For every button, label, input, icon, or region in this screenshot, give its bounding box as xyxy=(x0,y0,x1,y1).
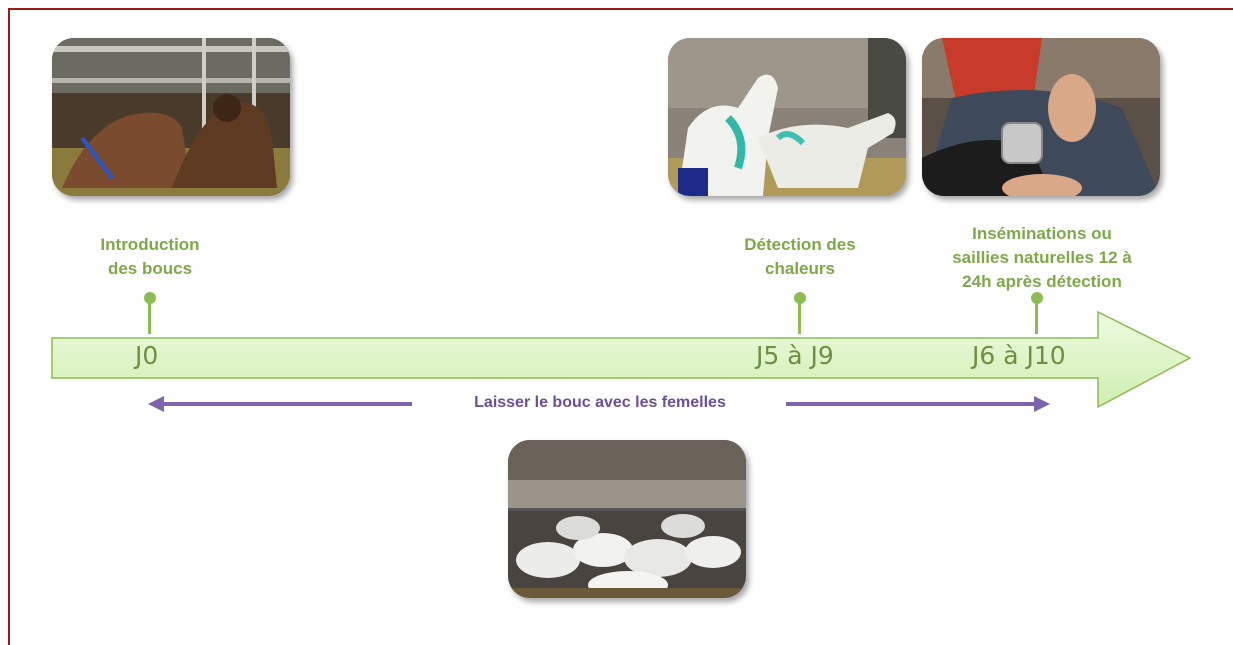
step-marker-dot-3 xyxy=(1031,292,1043,304)
step-label-introduction: Introduction des boucs xyxy=(100,235,200,278)
step-marker-line-2 xyxy=(798,302,801,334)
step-marker-line-1 xyxy=(148,302,151,334)
photo-bucks-introduction xyxy=(52,38,290,196)
span-label: Laisser le bouc avec les femelles xyxy=(474,394,726,411)
frame-top-border xyxy=(8,8,1233,10)
day-label-2: J5 à J9 xyxy=(756,341,834,370)
photo-herd xyxy=(508,440,746,598)
photo-heat-detection xyxy=(668,38,906,196)
step-marker-dot-1 xyxy=(144,292,156,304)
day-label-3: J6 à J10 xyxy=(972,341,1066,370)
step-marker-dot-2 xyxy=(794,292,806,304)
frame-left-border xyxy=(8,8,10,645)
step-marker-line-3 xyxy=(1035,302,1038,334)
step-label-heat-detection: Détection des chaleurs xyxy=(744,235,856,278)
span-arrowhead-left xyxy=(148,396,164,412)
span-arrowhead-right xyxy=(1034,396,1050,412)
timeline-arrow xyxy=(51,310,1192,409)
day-label-1: J0 xyxy=(135,341,159,370)
step-label-insemination: Inséminations ou saillies naturelles 12 … xyxy=(952,224,1132,291)
photo-insemination xyxy=(922,38,1160,196)
